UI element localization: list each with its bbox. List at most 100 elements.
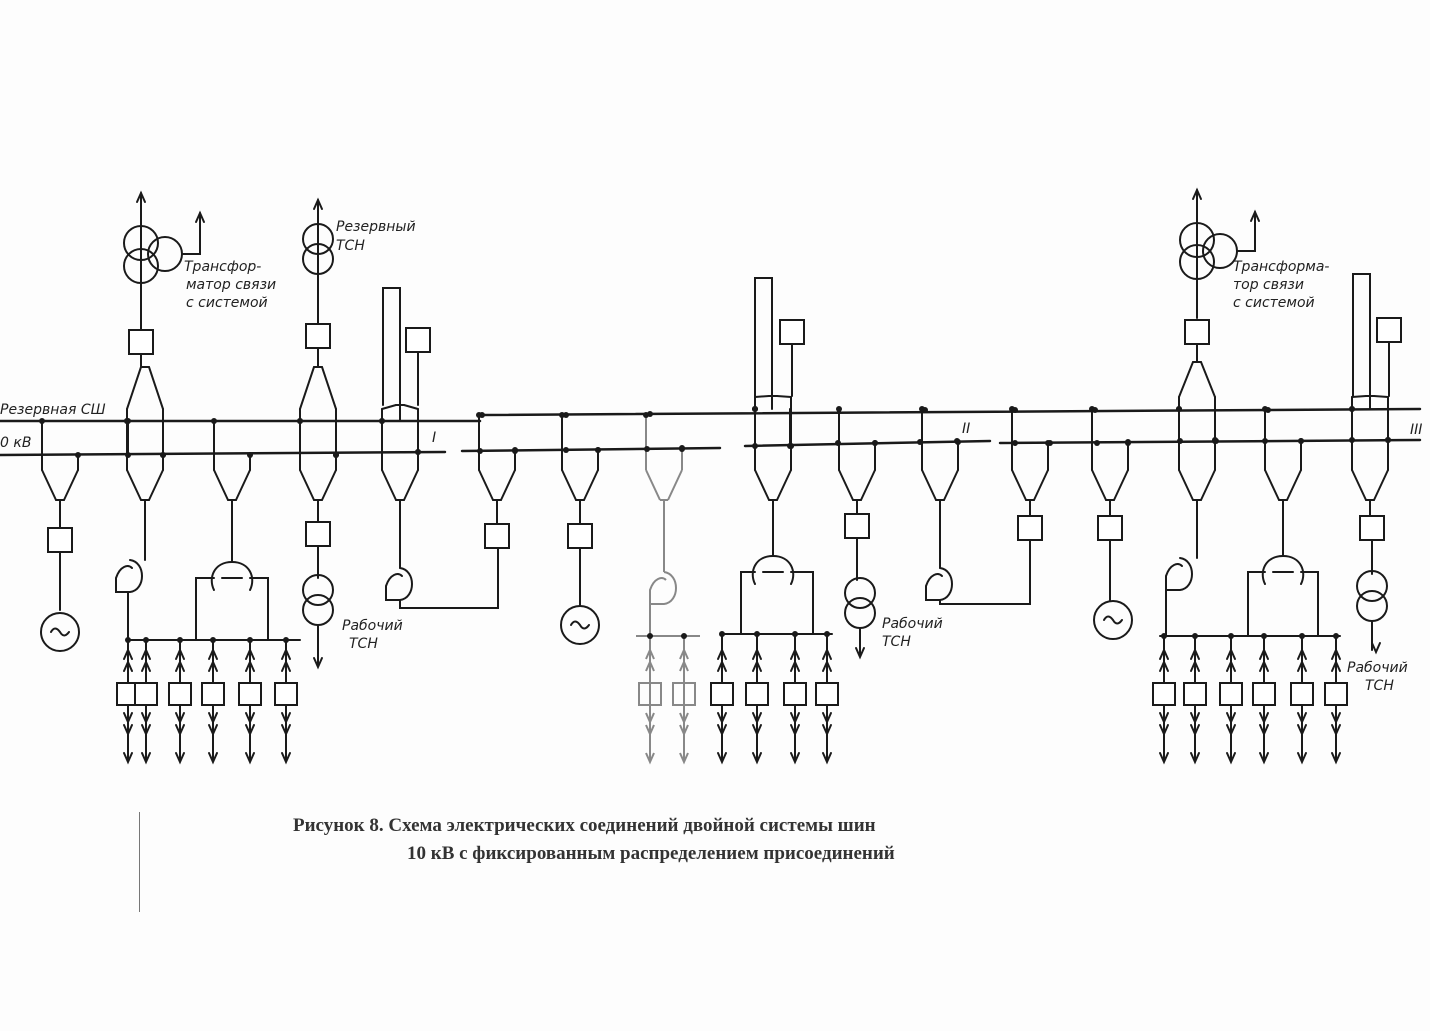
disconnector-blade — [645, 469, 661, 501]
reserve-tsn-2: ТСН — [336, 238, 365, 254]
feeder-arrow-down — [141, 752, 151, 765]
bus-node — [39, 418, 45, 424]
tr-tertiary-lead — [1236, 211, 1256, 252]
bus-node — [1125, 439, 1131, 445]
section-1-label: I — [432, 430, 436, 446]
caption-line-1: Рисунок 8. Схема электрических соединени… — [293, 815, 876, 836]
feeder-arrow-down — [679, 712, 689, 725]
gen-breaker — [47, 527, 73, 553]
bus-node — [247, 637, 253, 643]
feeder-arrow-down — [281, 752, 291, 765]
feeder-arrow-down — [822, 724, 832, 737]
breaker-box — [305, 323, 331, 349]
disconnector-blade — [148, 366, 164, 410]
disconnector-blade — [921, 469, 937, 501]
feeder-arrow-up — [123, 647, 133, 660]
feeder-arrow-down — [245, 724, 255, 737]
caption-line-2: 10 кВ с фиксированным распределением при… — [407, 843, 895, 864]
disconnector-blade — [1373, 395, 1389, 398]
bus-node — [177, 637, 183, 643]
feeder-arrow-down — [1331, 752, 1341, 765]
feeder-arrow-down — [123, 752, 133, 765]
reserve-bus-label: Резервная СШ — [0, 402, 106, 418]
bus-node — [379, 418, 385, 424]
feeder-breaker — [201, 682, 225, 706]
disconnector-blade — [1373, 469, 1389, 501]
bus-node — [75, 452, 81, 458]
wire — [399, 547, 499, 609]
feeder-arrow-down — [123, 712, 133, 725]
feeder-arrow-up — [790, 647, 800, 660]
breaker-box — [567, 523, 593, 549]
wires — [0, 187, 1422, 765]
bus-node — [563, 412, 569, 418]
disconnector-blade — [776, 469, 792, 501]
bus-nodes — [39, 406, 1391, 643]
bus-node — [563, 447, 569, 453]
feeder-arrow-down — [1297, 712, 1307, 725]
section-2-label: II — [962, 421, 970, 437]
disconnector-blade — [126, 366, 142, 410]
feeder-breaker — [1324, 682, 1348, 706]
feeder-arrow-down — [123, 724, 133, 737]
bus-node — [415, 449, 421, 455]
feeder-arrow-up — [1331, 659, 1341, 672]
feeder-arrow-down — [141, 724, 151, 737]
disconnector-blade — [561, 469, 577, 501]
feeder-arrow-down — [281, 712, 291, 725]
feeder-arrow-up — [1259, 659, 1269, 672]
bus-node — [1192, 633, 1198, 639]
feeder-arrow-up — [645, 659, 655, 672]
feeder-arrow-down — [1190, 712, 1200, 725]
reserve-tsn-1: Резервный — [336, 219, 416, 235]
tr-link-left-3: с системой — [186, 295, 268, 311]
generator-wave — [1103, 615, 1123, 625]
wire — [1247, 571, 1319, 637]
disconnector-blade — [754, 395, 770, 398]
feeder-arrow-down — [1190, 724, 1200, 737]
bus-node — [1012, 407, 1018, 413]
bus-node — [1094, 440, 1100, 446]
disconnector-blade — [1264, 469, 1280, 501]
feeder-arrow-up — [790, 659, 800, 672]
feeder-arrow-down — [1297, 724, 1307, 737]
disconnector-blade — [1178, 361, 1194, 398]
margin-line — [139, 812, 140, 912]
tr-link-left-breaker — [128, 329, 154, 355]
feeder-arrow-up — [208, 659, 218, 672]
breaker-box — [779, 319, 805, 345]
generator-wave — [570, 620, 590, 630]
bus-node — [1177, 438, 1183, 444]
bus-node — [125, 637, 131, 643]
bus-node — [1298, 438, 1304, 444]
tr-link-right-2: тор связи — [1233, 277, 1304, 293]
feeder-breaker — [1290, 682, 1314, 706]
winding-circle — [302, 223, 334, 255]
disconnector-blade — [1351, 395, 1367, 398]
bus-node — [1262, 438, 1268, 444]
arrow-up — [313, 197, 323, 210]
tr-tertiary-lead — [181, 212, 201, 255]
bus-3 — [998, 438, 1422, 445]
feeder-breaker — [1252, 682, 1276, 706]
feeder-arrow-down — [822, 712, 832, 725]
feeder-arrow-up — [245, 647, 255, 660]
tr-winding — [123, 225, 159, 261]
breaker-box — [1376, 317, 1402, 343]
reactor — [1165, 557, 1193, 591]
disconnector-blade — [860, 469, 876, 501]
working-tsn-1b: ТСН — [349, 636, 378, 652]
bus-node — [479, 412, 485, 418]
feeder-arrow-up — [679, 659, 689, 672]
disconnector-blade — [776, 395, 792, 398]
feeder-arrow-down — [717, 724, 727, 737]
tr-link-right-1: Трансформа- — [1233, 259, 1329, 275]
bus-node — [1176, 406, 1182, 412]
feeder-arrow-up — [1190, 647, 1200, 660]
bus-node — [1349, 406, 1355, 412]
disconnector-blade — [1011, 469, 1027, 501]
disconnector-blade — [838, 469, 854, 501]
feeder-arrow-up — [141, 659, 151, 672]
disconnector-blade — [403, 404, 419, 410]
arrow-down — [855, 647, 865, 660]
